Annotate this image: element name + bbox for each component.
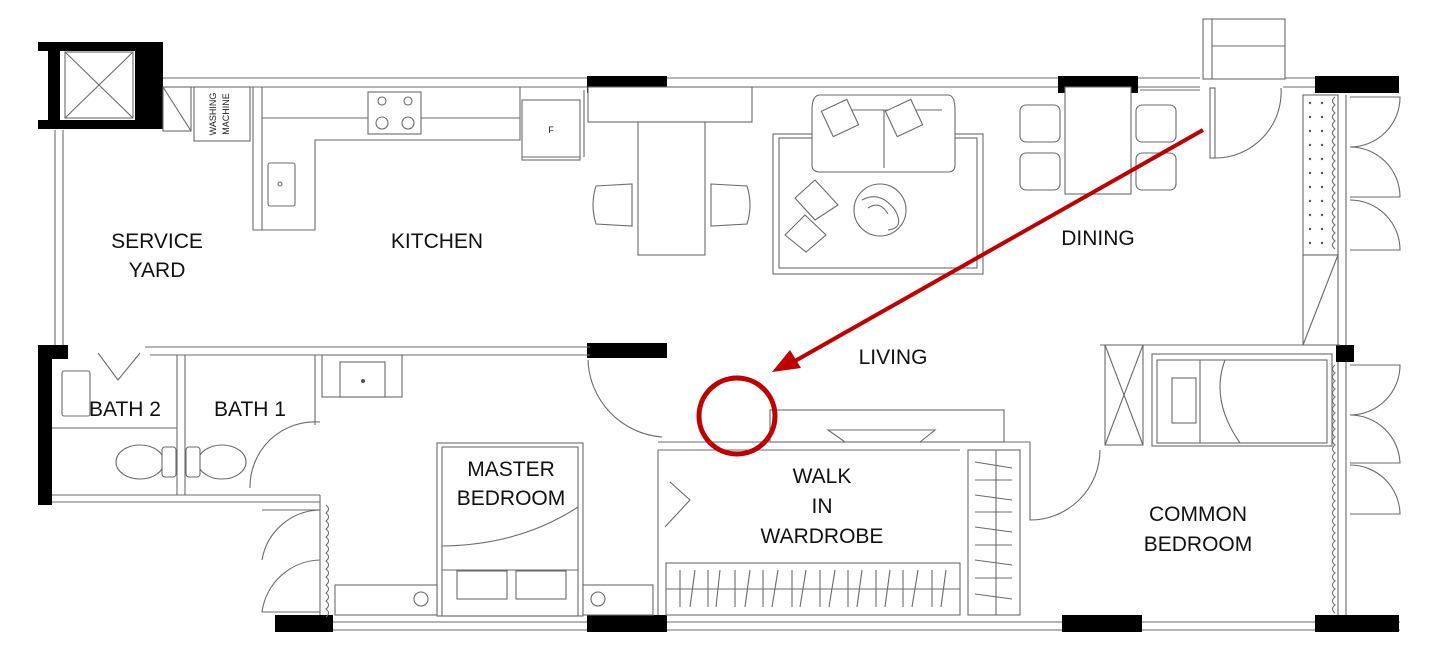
label-master-1: MASTER	[467, 458, 555, 481]
label-living: LIVING	[859, 346, 928, 369]
wardrobe-area	[657, 409, 1101, 616]
common-bedroom-furniture	[1100, 344, 1401, 614]
master-bedroom-furniture	[321, 354, 691, 617]
annotation	[696, 128, 1204, 457]
washing-label-1: WASHING	[208, 93, 218, 136]
label-wiw-3: WARDROBE	[761, 525, 884, 548]
kitchen-counter: F	[252, 86, 753, 256]
washing-label-2: MACHINE	[221, 93, 231, 135]
annotation-arrow-line	[794, 128, 1204, 363]
cooktop	[367, 91, 422, 135]
label-wiw-1: WALK	[793, 465, 852, 488]
label-common-1: COMMON	[1149, 503, 1247, 526]
annotation-circle	[696, 375, 778, 457]
service-yard-area: WASHING MACHINE	[162, 86, 251, 142]
bathrooms	[52, 346, 590, 618]
arrow-head-icon	[772, 350, 801, 372]
dining-furniture	[1019, 86, 1177, 195]
label-bath-1: BATH 1	[214, 398, 286, 421]
label-service-yard-1: SERVICE	[111, 230, 203, 253]
label-common-2: BEDROOM	[1144, 533, 1253, 556]
entry-area	[1140, 18, 1401, 346]
label-wiw-2: IN	[812, 495, 833, 518]
fridge	[521, 99, 581, 161]
outer-walls	[38, 42, 1400, 632]
label-service-yard-2: YARD	[129, 259, 186, 282]
washing-machine	[193, 86, 251, 142]
fridge-label: F	[548, 125, 554, 135]
label-master-2: BEDROOM	[457, 487, 566, 510]
room-labels: SERVICE YARD KITCHEN DINING LIVING BATH …	[89, 227, 1252, 556]
label-bath-2: BATH 2	[89, 398, 161, 421]
label-dining: DINING	[1061, 227, 1135, 250]
living-furniture	[772, 94, 984, 275]
round-table	[853, 183, 907, 237]
label-kitchen: KITCHEN	[391, 230, 483, 253]
